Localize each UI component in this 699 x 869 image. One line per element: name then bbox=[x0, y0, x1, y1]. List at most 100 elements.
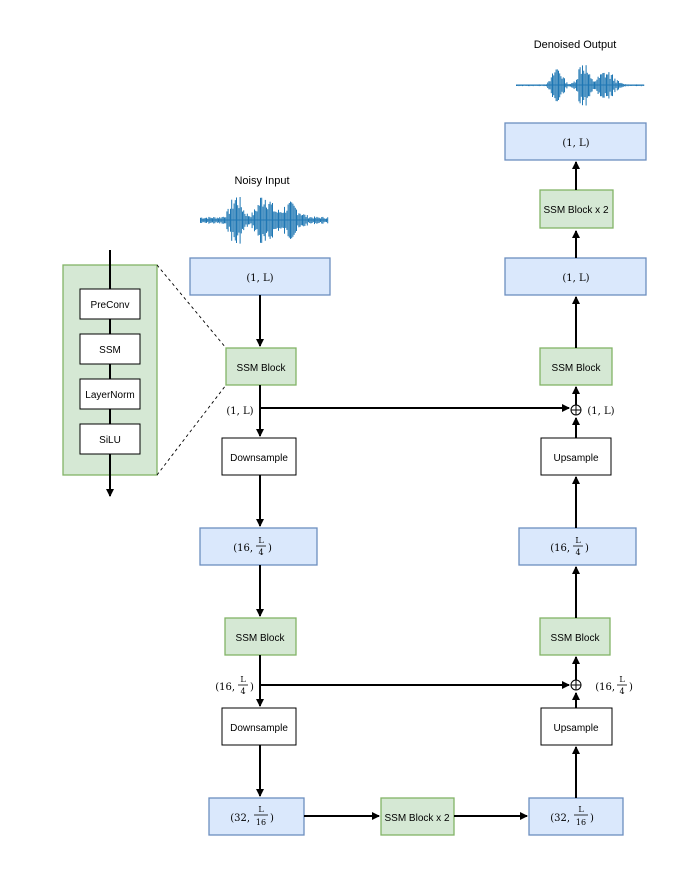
svg-text:): ) bbox=[268, 543, 272, 554]
bottleneck-shape-in: (32, L 16 ) bbox=[208, 797, 305, 836]
waveform-bar bbox=[639, 84, 641, 86]
waveform-bar bbox=[292, 203, 294, 237]
waveform-bar bbox=[570, 84, 571, 87]
waveform-bar bbox=[305, 217, 307, 224]
waveform-bar bbox=[550, 77, 552, 94]
waveform-bar bbox=[619, 83, 621, 88]
waveform-bar bbox=[293, 205, 295, 235]
waveform-bar bbox=[302, 215, 303, 226]
waveform-bar bbox=[631, 84, 633, 86]
waveform-bar bbox=[208, 216, 210, 224]
waveform-bar bbox=[256, 211, 258, 230]
waveform-bar bbox=[526, 84, 528, 86]
waveform-bar bbox=[523, 84, 525, 86]
waveform-bar bbox=[323, 218, 325, 223]
waveform-bar bbox=[264, 199, 266, 241]
waveform-bar bbox=[583, 70, 585, 100]
plus-circle-icon bbox=[570, 679, 582, 691]
downsample-label: Downsample bbox=[230, 723, 288, 734]
waveform-bar bbox=[517, 84, 519, 86]
waveform-bar bbox=[519, 84, 521, 86]
waveform-bar bbox=[243, 210, 245, 231]
waveform-bar bbox=[543, 84, 545, 87]
waveform-bar bbox=[606, 74, 607, 97]
svg-text:L: L bbox=[240, 675, 246, 684]
waveform-bar bbox=[201, 217, 203, 223]
waveform-bar bbox=[634, 84, 636, 86]
waveform-bar bbox=[544, 84, 546, 86]
waveform-bar bbox=[303, 214, 305, 227]
waveform-bar bbox=[553, 75, 555, 96]
waveform-bar bbox=[627, 84, 629, 87]
encoder-downsample-1: Downsample bbox=[221, 437, 297, 476]
waveform-bar bbox=[287, 204, 289, 237]
waveform-bar bbox=[267, 209, 269, 232]
waveform-bar bbox=[524, 84, 526, 86]
svg-text:4: 4 bbox=[619, 687, 624, 696]
encoder-downsample-2: Downsample bbox=[221, 707, 297, 746]
waveform-bar bbox=[270, 204, 272, 237]
svg-text:): ) bbox=[585, 543, 589, 554]
waveform-bar bbox=[236, 197, 237, 243]
svg-text:L: L bbox=[619, 675, 625, 684]
svg-text:4: 4 bbox=[240, 687, 245, 696]
decoder-skip-shape-label-1: (1, L) bbox=[587, 406, 614, 417]
ssm-block-label: SSM Block bbox=[236, 633, 286, 644]
waveform-bar bbox=[215, 218, 217, 222]
inset-item-label: LayerNorm bbox=[85, 390, 134, 401]
denoised-output-waveform bbox=[516, 65, 645, 106]
waveform-bar bbox=[288, 203, 290, 238]
decoder-skip-shape-label-2: (16, L 4 ) bbox=[595, 675, 633, 696]
svg-text:(32,: (32, bbox=[550, 813, 570, 824]
waveform-bar bbox=[528, 84, 529, 87]
waveform-bar bbox=[559, 73, 561, 98]
waveform-bar bbox=[579, 67, 581, 104]
svg-text:4: 4 bbox=[575, 548, 580, 557]
waveform-bar bbox=[566, 82, 568, 89]
inset-item-label: SSM bbox=[99, 345, 121, 356]
waveform-bar bbox=[529, 84, 531, 87]
svg-text:16: 16 bbox=[576, 818, 586, 827]
waveform-bar bbox=[281, 213, 283, 228]
svg-text:(16,: (16, bbox=[233, 543, 253, 554]
waveform-bar bbox=[282, 212, 284, 228]
waveform-bar bbox=[597, 76, 599, 94]
waveform-bar bbox=[213, 217, 215, 224]
waveform-bar bbox=[286, 210, 288, 230]
waveform-bar bbox=[578, 69, 580, 102]
waveform-bar bbox=[630, 84, 631, 86]
noisy-input-label: Noisy Input bbox=[234, 175, 289, 187]
waveform-bar bbox=[568, 84, 570, 87]
bottleneck-ssm-block-x2: SSM Block x 2 bbox=[380, 797, 455, 836]
svg-text:): ) bbox=[270, 813, 274, 824]
waveform-bar bbox=[327, 217, 329, 224]
waveform-bar bbox=[222, 216, 224, 224]
waveform-bar bbox=[251, 212, 253, 229]
shape-label: (1, L) bbox=[246, 273, 273, 284]
decoder-upsample-2: Upsample bbox=[540, 707, 613, 746]
waveform-bar bbox=[573, 81, 575, 90]
waveform-bar bbox=[279, 212, 281, 229]
waveform-bar bbox=[534, 84, 535, 86]
waveform-bar bbox=[221, 217, 223, 224]
decoder-shape-1-L: (1, L) bbox=[504, 257, 647, 296]
waveform-bar bbox=[324, 218, 326, 222]
waveform-bar bbox=[613, 80, 615, 90]
waveform-bar bbox=[565, 83, 567, 88]
waveform-bar bbox=[622, 83, 624, 87]
waveform-bar bbox=[266, 207, 267, 233]
waveform-bar bbox=[257, 205, 259, 236]
waveform-bar bbox=[585, 65, 587, 106]
waveform-bar bbox=[311, 217, 313, 223]
bottleneck-shape-out: (32, L 16 ) bbox=[528, 797, 624, 836]
waveform-bar bbox=[249, 216, 251, 225]
svg-text:L: L bbox=[258, 536, 264, 545]
waveform-bar bbox=[237, 205, 239, 236]
waveform-bar bbox=[226, 211, 228, 230]
svg-text:16: 16 bbox=[256, 818, 266, 827]
waveform-bar bbox=[609, 78, 611, 92]
waveform-bar bbox=[231, 199, 233, 241]
waveform-bar bbox=[246, 213, 248, 227]
skip-shape-label-1: (1, L) bbox=[226, 406, 253, 417]
